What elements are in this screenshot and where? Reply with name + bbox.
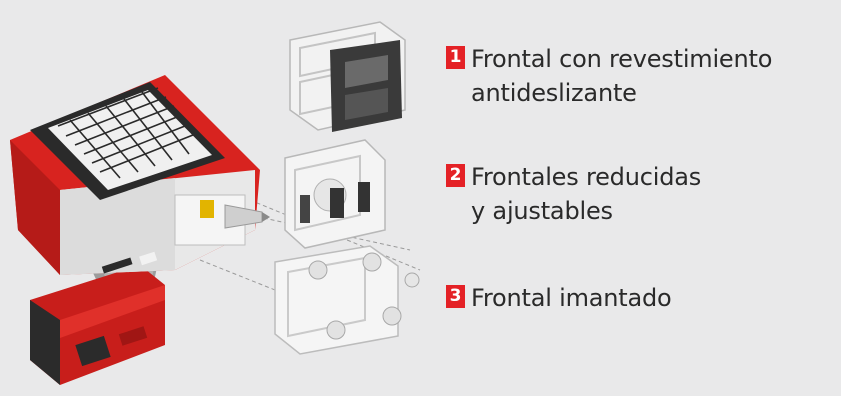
battery-pack	[30, 265, 165, 385]
feature-item-1: 1 Frontal con revestimiento antideslizan…	[446, 42, 772, 110]
frontal-antislip-part	[289, 21, 406, 132]
feature-line-2: y ajustables	[471, 197, 613, 225]
feature-line-1: Frontal con revestimiento	[471, 45, 773, 73]
feature-number-badge: 1	[446, 46, 465, 69]
feature-item-2: 2 Frontales reducidas y ajustables	[446, 160, 701, 228]
feature-text: Frontales reducidas y ajustables	[471, 160, 701, 228]
feature-number-badge: 3	[446, 285, 465, 308]
device-screen	[30, 82, 225, 200]
frontal-magnetic-part	[274, 245, 420, 355]
device-body	[10, 75, 270, 385]
feature-line-1: Frontal imantado	[471, 284, 672, 312]
marking-device-illustration	[10, 21, 421, 385]
feature-text: Frontal imantado	[471, 281, 672, 315]
feature-number-badge: 2	[446, 164, 465, 187]
feature-text: Frontal con revestimiento antideslizante	[471, 42, 772, 110]
feature-line-1: Frontales reducidas	[471, 163, 702, 191]
feature-line-2: antideslizante	[471, 79, 637, 107]
frontal-reduced-part	[284, 139, 386, 249]
device-nozzle	[174, 194, 270, 246]
feature-item-3: 3 Frontal imantado	[446, 281, 672, 315]
